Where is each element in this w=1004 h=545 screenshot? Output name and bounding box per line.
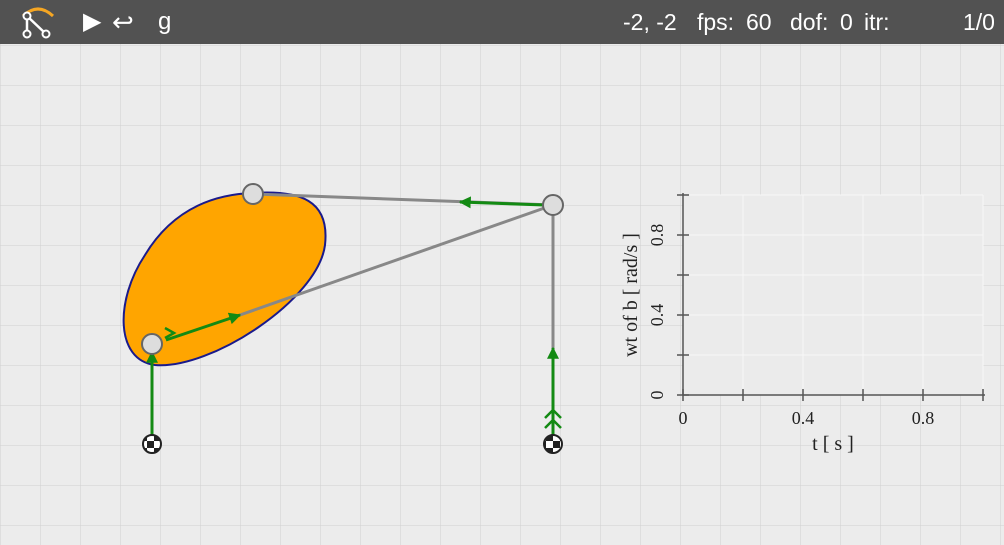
pointer-coordinates: -2, -2 xyxy=(623,9,677,35)
joint-top[interactable] xyxy=(242,183,264,205)
chart-xlabel: t [ s ] xyxy=(812,433,854,455)
drive-symbol-left xyxy=(164,326,177,340)
chart-plot-area xyxy=(683,195,983,395)
toolbar: ▶ ↩ g -2, -2 fps: 60 dof: 0 itr: 1/0 xyxy=(0,0,1004,44)
rigid-body-b[interactable] xyxy=(122,191,327,367)
itr-value: 1/0 xyxy=(963,9,995,35)
chart-tick-label-x: 0 xyxy=(679,408,688,428)
chart-grid xyxy=(683,194,984,395)
fps-value: 60 xyxy=(746,9,772,35)
linkage-logo-icon[interactable] xyxy=(18,4,58,40)
drive-symbol-right xyxy=(544,408,562,429)
play-icon[interactable]: ▶ xyxy=(83,8,102,35)
link-diagonal[interactable] xyxy=(239,203,554,317)
joint-right[interactable] xyxy=(542,194,564,216)
reset-icon[interactable]: ↩ xyxy=(112,7,134,37)
chart-tick-label-x: 0.4 xyxy=(792,408,815,428)
fps-label: fps: xyxy=(697,9,735,35)
chart-tick-label-y: 0.8 xyxy=(647,224,667,247)
angular-velocity-chart: 0 0.4 0.8 0 0.4 0.8 t [ s ] wt of b [ rad/s ] xyxy=(620,193,985,455)
itr-label: itr: xyxy=(864,9,890,35)
joint-body-left[interactable] xyxy=(141,333,163,355)
chart-tick-label-y: 0.4 xyxy=(647,304,667,327)
ground-support-right[interactable] xyxy=(543,434,563,454)
gravity-toggle-button[interactable]: g xyxy=(158,8,172,35)
mechanism-canvas[interactable]: 0 0.4 0.8 0 0.4 0.8 t [ s ] wt of b [ rad/s ] xyxy=(0,44,1004,545)
dof-label: dof: xyxy=(790,9,829,35)
dof-value: 0 xyxy=(840,9,853,35)
force-arrow-body xyxy=(165,312,242,342)
chart-ylabel: wt of b [ rad/s ] xyxy=(620,233,642,357)
chart-tick-label-y: 0 xyxy=(647,391,667,400)
chart-ticks: 0 0.4 0.8 0 0.4 0.8 xyxy=(647,194,984,428)
ground-support-left[interactable] xyxy=(142,434,162,454)
chart-tick-label-x: 0.8 xyxy=(912,408,935,428)
force-arrow-top xyxy=(458,196,546,209)
